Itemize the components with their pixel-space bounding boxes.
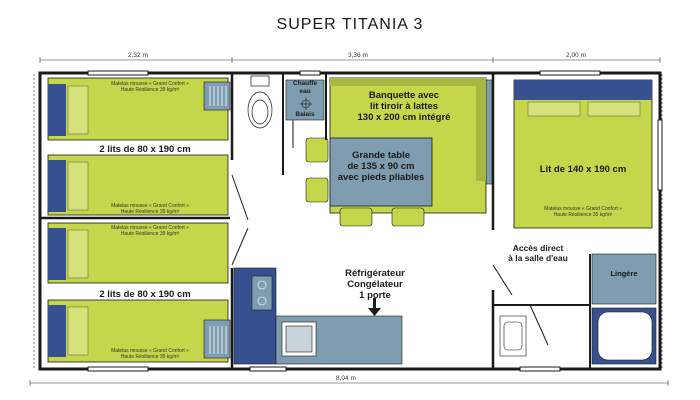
twin-bed-2: [47, 154, 229, 216]
dimension-right: 2,00 m: [566, 52, 586, 59]
chairs: [305, 137, 425, 227]
bathroom-sink: [499, 315, 527, 357]
stove-burners: [257, 280, 267, 306]
mattress-note-3: Matelas mousse « Grand Confort »Haute Ré…: [111, 225, 189, 237]
dimension-middle: 3,36 m: [348, 52, 368, 59]
broom-label: Balais: [295, 111, 315, 118]
plan-title: SUPER TITANIA 3: [276, 16, 424, 33]
walls: [38, 71, 662, 371]
dimension-lines: [29, 57, 669, 386]
dining-table: [329, 137, 433, 207]
twin-beds-label-top: 2 lits de 80 x 190 cm: [99, 144, 191, 155]
master-bed-label: Lit de 140 x 190 cm: [539, 164, 627, 175]
master-mattress-note: Matelas mousse « Grand Confort »Haute Ré…: [544, 206, 622, 218]
mattress-note-bottom: Matelas mousse « Grand Confort »Haute Ré…: [111, 348, 189, 360]
master-bed: [513, 79, 653, 229]
twin-bed-top: [47, 77, 229, 141]
fridge-arrow: [368, 298, 381, 316]
toilet: [247, 75, 273, 129]
hanger-lines: [209, 86, 227, 354]
doors: [231, 120, 549, 346]
twin-bed-bottom: [47, 299, 229, 363]
linen-label: Lingère: [610, 269, 638, 278]
dimension-total: 8,04 m: [336, 375, 356, 382]
mattress-note-2: Matelas mousse « Grand Confort »Haute Ré…: [111, 203, 189, 215]
kitchen-counter: [233, 267, 403, 365]
mattress-note-top: Matelas mousse « Grand Confort »Haute Ré…: [111, 81, 189, 93]
twin-beds-label-bottom: 2 lits de 80 x 190 cm: [99, 289, 191, 300]
water-heater: [300, 98, 312, 110]
twin-bed-3: [47, 222, 229, 284]
dimension-left: 2,32 m: [128, 52, 148, 59]
linen-cupboard: [591, 253, 657, 305]
shower: [591, 307, 657, 365]
windows: [87, 70, 663, 372]
